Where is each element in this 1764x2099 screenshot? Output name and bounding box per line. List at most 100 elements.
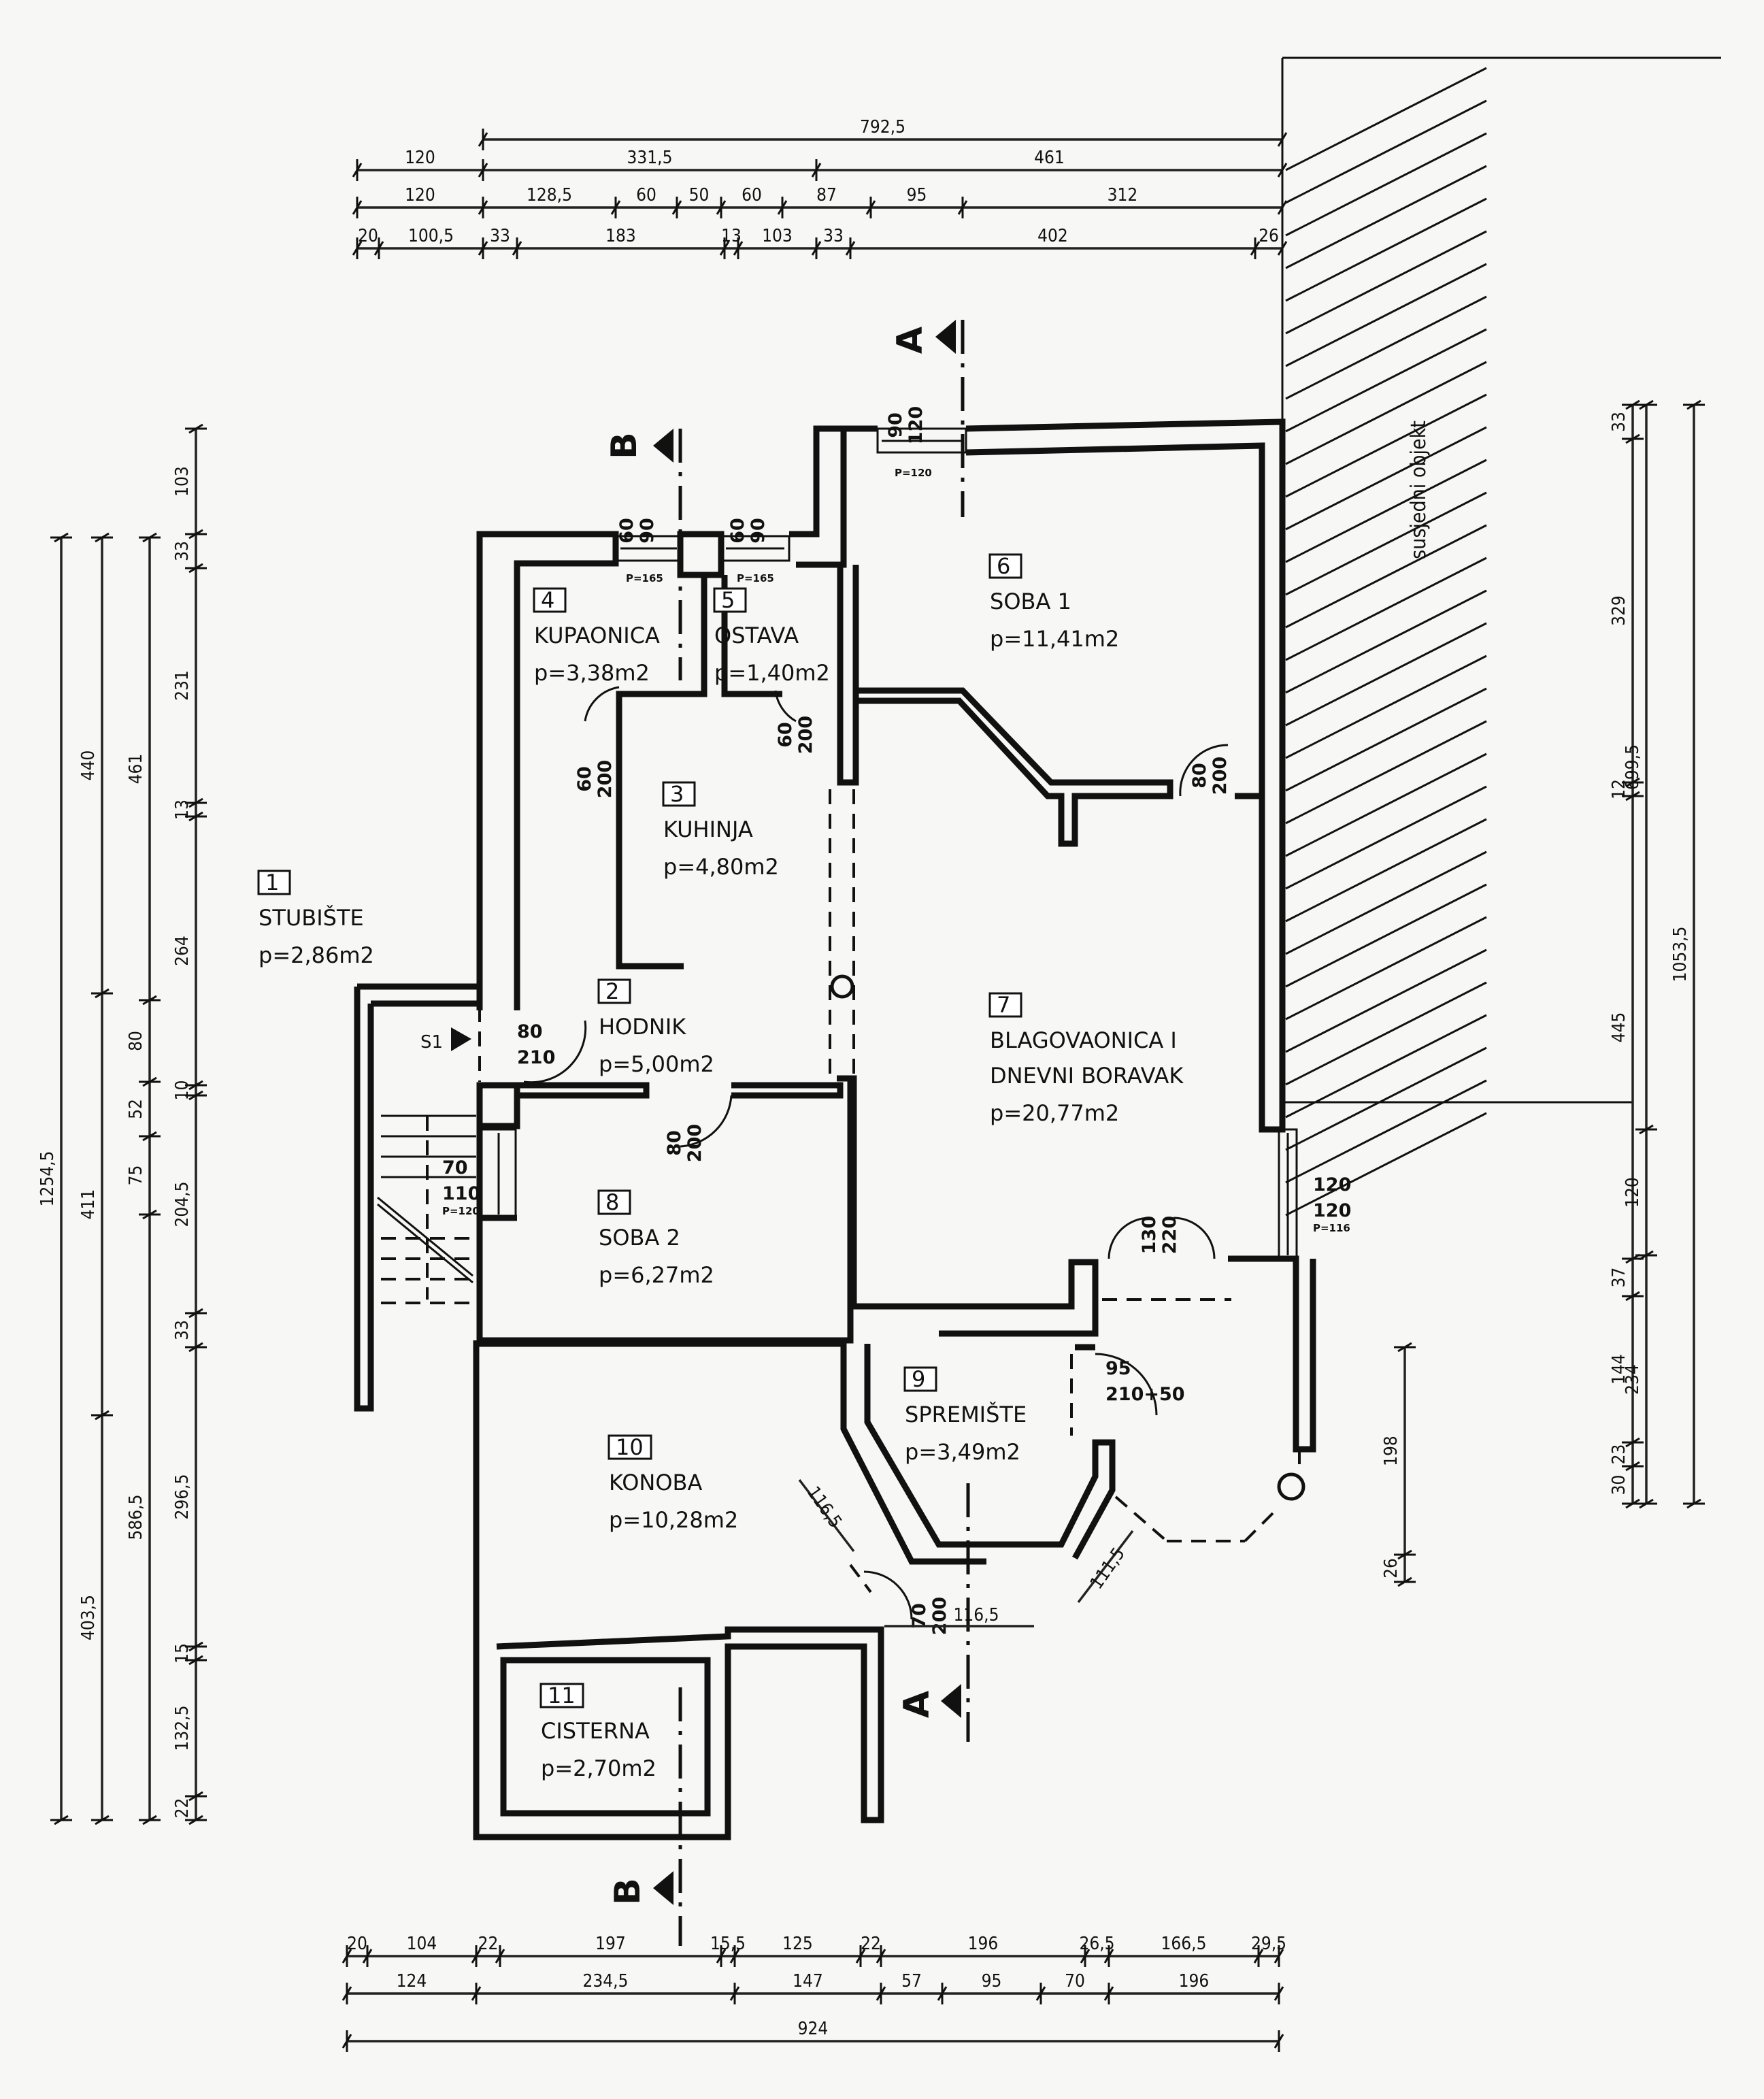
- room-name: SOBA 1: [990, 589, 1071, 614]
- walls: [354, 418, 1316, 1840]
- dimension-label: 103: [762, 226, 793, 246]
- dimension-label: 75: [126, 1166, 146, 1186]
- room-number: 4: [541, 587, 554, 613]
- dimension-label: 60: [742, 185, 762, 205]
- room-number-box: [608, 1434, 652, 1460]
- dimension-label: 15: [172, 1643, 193, 1664]
- room-number: 9: [912, 1366, 925, 1392]
- dimension-label: 120: [1622, 1177, 1643, 1208]
- column-circle: [1277, 1472, 1305, 1501]
- room-number: 5: [721, 587, 735, 613]
- section-label-a-top: A: [890, 327, 931, 354]
- dimension-label: 125: [782, 1934, 813, 1954]
- door-kupaonica-height: 200: [595, 760, 616, 798]
- room-number: 8: [605, 1189, 619, 1215]
- dimension-label: 22: [478, 1934, 499, 1954]
- room-area: p=1,40m2: [714, 660, 830, 686]
- dimension-label: 411: [78, 1189, 99, 1220]
- room-number: 6: [997, 553, 1010, 579]
- window-kupaonica-width: 60: [616, 518, 637, 544]
- dimension-label: 13: [721, 226, 742, 246]
- door-soba1-height: 200: [1210, 757, 1231, 795]
- window-living-sill: P=116: [1313, 1222, 1350, 1234]
- dimension-label: 231: [172, 670, 193, 701]
- room-name: KONOBA: [609, 1470, 703, 1495]
- door-terrace-height: 220: [1159, 1216, 1180, 1254]
- dimension-label: 264: [172, 936, 193, 966]
- dimension-label: 103: [172, 466, 193, 497]
- dimension-label: 461: [126, 754, 146, 784]
- dim-right-col3: 1053,5: [1670, 399, 1705, 1509]
- dimension-label: 120: [405, 148, 435, 168]
- dimension-label: 329: [1609, 595, 1629, 626]
- room-number: 11: [548, 1683, 576, 1708]
- section-arrow-a-top: [935, 320, 956, 354]
- dimension-label: 33: [490, 226, 510, 246]
- column-circle: [830, 974, 854, 999]
- dim-top-row1: 792,5: [478, 117, 1288, 150]
- dimension-label: 586,5: [126, 1495, 146, 1540]
- window-stair-width: 70: [442, 1157, 468, 1178]
- room-name: SOBA 2: [599, 1225, 680, 1251]
- door-spremiste-width: 95: [1105, 1358, 1131, 1379]
- dimension-label: 183: [605, 226, 636, 246]
- dimension-label: 204,5: [172, 1182, 193, 1227]
- room-area: p=4,80m2: [663, 854, 779, 880]
- window-ostava-sill: P=165: [737, 572, 774, 584]
- room-name: CISTERNA: [541, 1718, 650, 1744]
- dimension-label: 80: [126, 1031, 146, 1051]
- dimension-label: 37: [1609, 1268, 1629, 1288]
- window-ostava-height: 90: [748, 518, 769, 544]
- section-arrow-b-bottom: [653, 1871, 673, 1905]
- room-area: p=11,41m2: [990, 626, 1119, 652]
- dimension-label: 445: [1609, 1012, 1629, 1043]
- door-soba2-width: 80: [664, 1130, 685, 1156]
- dimension-label: 144: [1609, 1354, 1629, 1385]
- window-soba1-height: 120: [905, 406, 927, 444]
- dimension-label: 26,5: [1079, 1934, 1114, 1954]
- room-number-box: [713, 587, 747, 613]
- dimension-label: 60: [636, 185, 656, 205]
- dimension-label: 196: [1179, 1971, 1210, 1991]
- dimension-label: 197: [595, 1934, 626, 1954]
- dimension-label: 166,5: [1161, 1934, 1207, 1954]
- door-konoba-height: 200: [929, 1597, 950, 1635]
- room-number-box: [903, 1366, 937, 1392]
- window-kupaonica-sill: P=165: [626, 572, 663, 584]
- dim-left-col1: 1254,5: [37, 532, 72, 1825]
- room-name: SPREMIŠTE: [905, 1401, 1027, 1427]
- dimension-label: 296,5: [172, 1474, 193, 1520]
- room-number: 10: [616, 1434, 644, 1460]
- window-soba1-width: 90: [885, 412, 906, 438]
- room-name: KUHINJA: [663, 816, 753, 842]
- room-area: p=6,27m2: [599, 1262, 714, 1288]
- door-entry-width: 80: [517, 1021, 543, 1042]
- door-ostava-width: 60: [775, 722, 796, 748]
- dimension-label: 234: [1622, 1364, 1643, 1395]
- dimension-label: 132,5: [172, 1706, 193, 1751]
- dashed-lines: [381, 789, 1301, 1593]
- window-kupaonica-height: 90: [637, 518, 658, 544]
- dimension-label: 312: [1108, 185, 1138, 205]
- room-number-box: [533, 587, 567, 613]
- room-area: p=5,00m2: [599, 1051, 714, 1077]
- room-number-box: [597, 1189, 631, 1215]
